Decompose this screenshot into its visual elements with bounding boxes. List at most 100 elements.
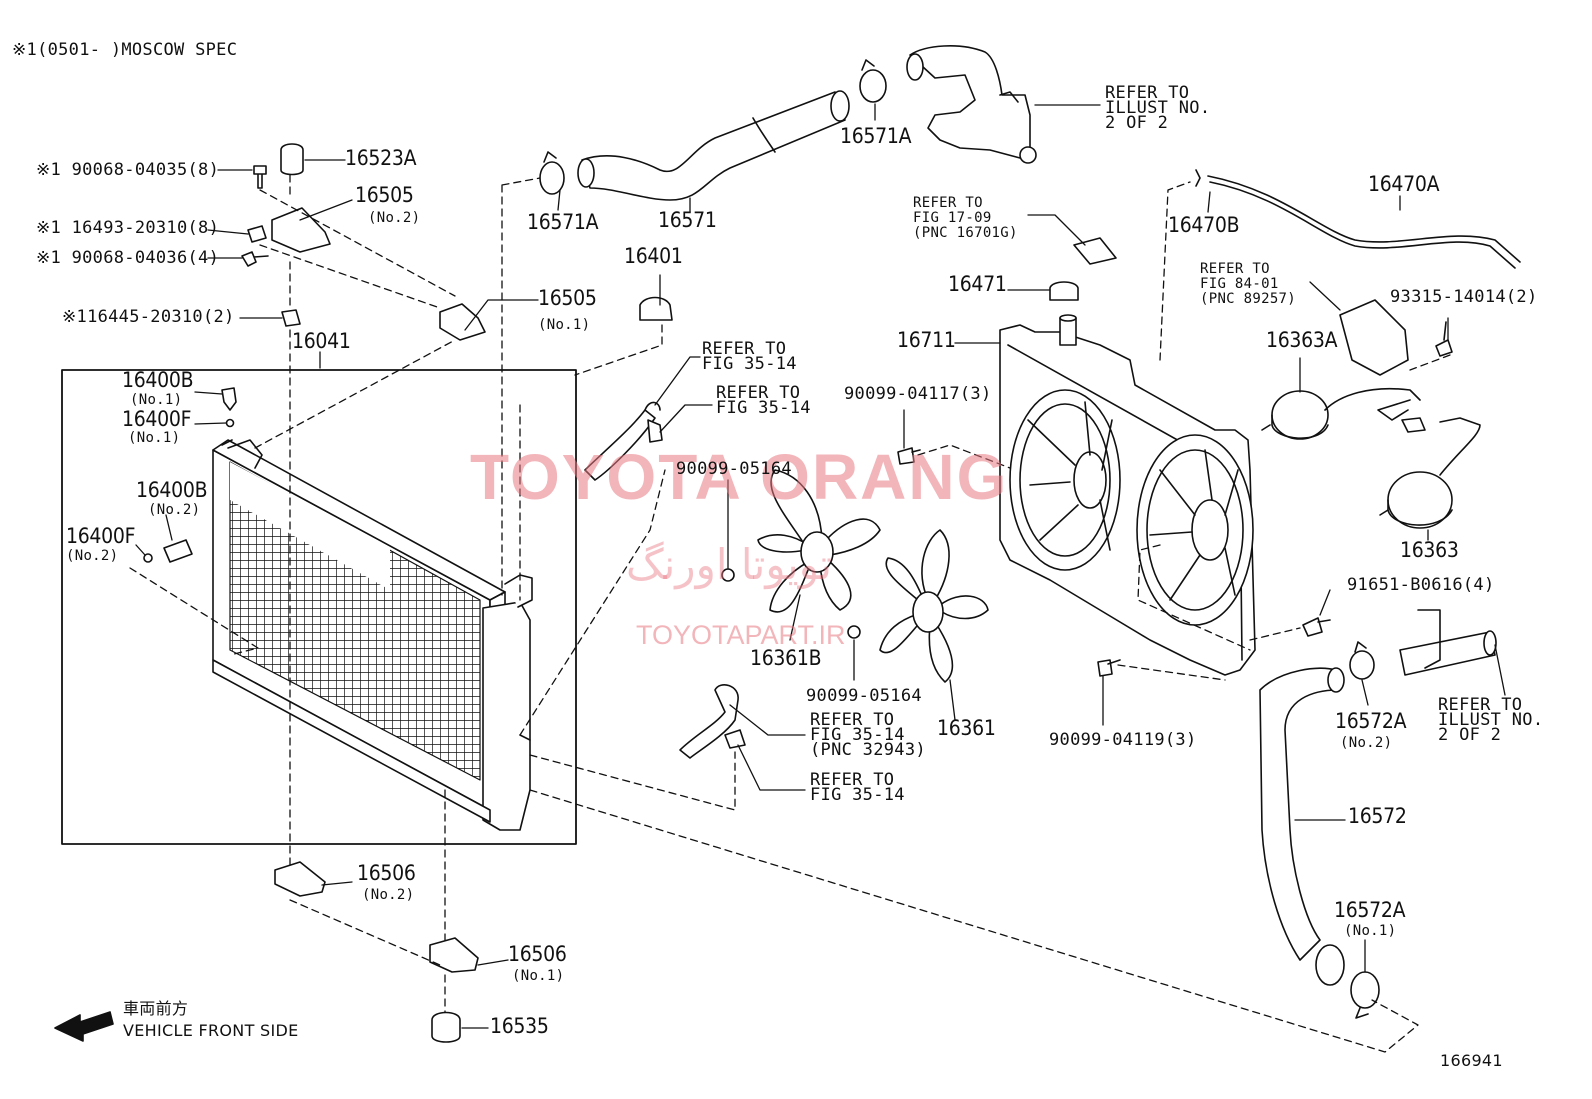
support-16506-no2: [274, 861, 326, 897]
bolt-91651: [1302, 617, 1331, 637]
cap-16471: [1049, 281, 1079, 301]
hose-clamp-16572A-no2: [1349, 641, 1375, 680]
part-label-90099-05164-a[interactable]: 90099-05164: [676, 459, 792, 479]
water-inlet-pipe: [1399, 631, 1496, 676]
part-label-16400F-no1[interactable]: 16400F: [122, 407, 192, 431]
o-ring-16400F-no2: [143, 553, 153, 563]
bolt-90068-04035: [253, 165, 267, 189]
bracket-16493: [247, 225, 267, 243]
part-label-16711[interactable]: 16711: [897, 328, 956, 352]
part-label-16506-no1[interactable]: 16506: [508, 942, 567, 966]
hose-clamp-16571A-top: [859, 59, 887, 103]
part-sub-16505-no1: (No.1): [538, 317, 591, 333]
refer-illust-2of2-bottom[interactable]: REFER TO ILLUST NO. 2 OF 2: [1438, 695, 1544, 745]
bolt-90068-04036: [241, 251, 269, 267]
part-label-91651-B0616[interactable]: 91651-B0616(4): [1347, 575, 1495, 595]
part-label-16572[interactable]: 16572: [1348, 804, 1407, 828]
watermark-farsi: تویوتا اورنگ: [626, 540, 833, 589]
refer-fig-35-14-a[interactable]: REFER TO FIG 35-14: [702, 339, 797, 374]
part-sub-16506-no1: (No.1): [512, 968, 565, 984]
radiator-16041: [212, 439, 533, 831]
diagram-id: 166941: [1440, 1051, 1503, 1070]
part-sub-16400B-no2: (No.2): [148, 502, 201, 518]
part-label-16470A[interactable]: 16470A: [1368, 172, 1440, 196]
part-label-90099-04119[interactable]: 90099-04119(3): [1049, 730, 1197, 750]
part-sub-16400F-no1: (No.1): [128, 430, 181, 446]
part-sub-16400F-no2: (No.2): [66, 548, 119, 564]
bolt-90099-04117: [897, 447, 921, 465]
bolt-90099-04119: [1097, 659, 1121, 677]
part-sub-16506-no2: (No.2): [362, 887, 415, 903]
vehicle-front-jp: 車両前方: [123, 999, 189, 1018]
part-sub-16572A-no2: (No.2): [1340, 735, 1393, 751]
part-label-90099-04117[interactable]: 90099-04117(3): [844, 384, 992, 404]
fan-motor-16363: [1379, 417, 1481, 529]
refer-fig-84-01[interactable]: REFER TO FIG 84-01 (PNC 89257): [1200, 261, 1297, 307]
overflow-hose-upper: [584, 409, 656, 481]
part-label-16400B-no2[interactable]: 16400B: [136, 478, 208, 502]
refer-fig-17-09[interactable]: REFER TO FIG 17-09 (PNC 16701G): [913, 195, 1018, 241]
fan-shroud-16711: [999, 314, 1256, 676]
part-label-16571A-top[interactable]: 16571A: [840, 124, 912, 148]
part-label-16400B-no1[interactable]: 16400B: [122, 368, 194, 392]
o-ring-16400F-no1: [225, 418, 235, 428]
part-label-16535[interactable]: 16535: [490, 1014, 549, 1038]
part-sub-16505-no2: (No.2): [368, 210, 421, 226]
refer-fig-35-14-d[interactable]: REFER TO FIG 35-14: [810, 770, 905, 805]
part-label-16400F-no2[interactable]: 16400F: [66, 524, 136, 548]
part-label-90068-04036[interactable]: ※1 90068-04036(4): [36, 248, 220, 268]
part-label-16572A-no1[interactable]: 16572A: [1334, 898, 1406, 922]
part-label-16363[interactable]: 16363: [1400, 538, 1459, 562]
part-label-16361[interactable]: 16361: [937, 716, 996, 740]
lower-hose-16572: [1259, 667, 1339, 961]
controller-89257: [1339, 299, 1409, 376]
part-label-16571A-left[interactable]: 16571A: [527, 210, 599, 234]
radiator-inset-frame: [61, 369, 577, 845]
cushion-16535: [431, 1011, 461, 1043]
part-sub-16572A-no1: (No.1): [1344, 923, 1397, 939]
support-16505-no1: [439, 303, 486, 341]
part-label-93315-14014[interactable]: 93315-14014(2): [1390, 287, 1538, 307]
spec-note: ※1(0501- )MOSCOW SPEC: [12, 40, 238, 60]
part-label-90099-05164-b[interactable]: 90099-05164: [806, 686, 922, 706]
hose-clamp-16571A-left: [539, 151, 565, 195]
part-label-16401[interactable]: 16401: [624, 244, 683, 268]
part-label-90068-04035[interactable]: ※1 90068-04035(8): [36, 160, 220, 180]
overflow-hose-lower: [679, 684, 739, 759]
nut-90099-05164-b: [847, 625, 861, 639]
part-label-16445[interactable]: ※116445-20310(2): [62, 307, 235, 327]
nut-90099-05164-a: [721, 568, 735, 582]
cushion-16523A: [280, 143, 304, 176]
vehicle-front-en: VEHICLE FRONT SIDE: [123, 1021, 299, 1040]
support-16506-no1: [429, 937, 479, 973]
label-plate-17-09: [1073, 237, 1117, 265]
drain-cock-16400B-no2: [163, 539, 193, 563]
part-label-16505-no2[interactable]: 16505: [355, 183, 414, 207]
refer-illust-2of2-top[interactable]: REFER TO ILLUST NO. 2 OF 2: [1105, 83, 1211, 133]
part-label-16041[interactable]: 16041: [292, 329, 351, 353]
refer-fig-35-14-b[interactable]: REFER TO FIG 35-14: [716, 383, 811, 418]
water-outlet: [909, 45, 1031, 159]
part-label-16572A-no2[interactable]: 16572A: [1335, 709, 1407, 733]
front-side-arrow: [54, 1011, 114, 1042]
fan-16361B: [757, 469, 881, 613]
screw-93315-14014: [1435, 321, 1453, 357]
refer-fig-35-14-c[interactable]: REFER TO FIG 35-14 (PNC 32943): [810, 710, 926, 760]
part-label-16506-no2[interactable]: 16506: [357, 861, 416, 885]
part-sub-16400B-no1: (No.1): [130, 392, 183, 408]
part-label-16363A[interactable]: 16363A: [1266, 328, 1338, 352]
upper-hose-16571: [581, 91, 846, 201]
grommet-16445: [281, 309, 301, 327]
part-label-16471[interactable]: 16471: [948, 272, 1007, 296]
part-label-16505-no1[interactable]: 16505: [538, 286, 597, 310]
part-label-16571[interactable]: 16571: [658, 208, 717, 232]
part-label-16493[interactable]: ※1 16493-20310(8): [36, 218, 220, 238]
part-label-16470B[interactable]: 16470B: [1168, 213, 1240, 237]
radiator-cap-16401: [639, 296, 673, 321]
support-16505-no2: [271, 207, 331, 253]
part-label-16523A[interactable]: 16523A: [345, 146, 417, 170]
clip-16470B: [1195, 169, 1201, 187]
part-label-16361B[interactable]: 16361B: [750, 646, 822, 670]
watermark-latin: TOYOTA ORANG: [470, 441, 1009, 513]
